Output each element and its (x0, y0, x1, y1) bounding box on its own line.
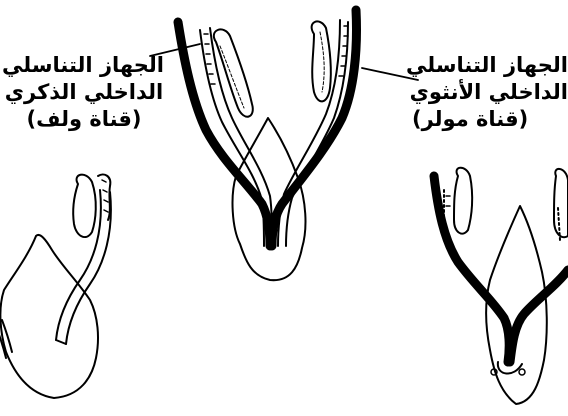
male-label-line-2: الداخلي الذكري (4, 79, 164, 106)
center-sinus-outline (233, 118, 306, 280)
female-left-ovary (454, 168, 472, 234)
female-label-line-2: الداخلي الأنثوي (412, 79, 568, 106)
male-duct-label: الجهاز التناسلي الداخلي الذكري (قناة ولف… (4, 52, 164, 133)
male-stage (0, 174, 111, 398)
center-left-gonad (214, 29, 253, 116)
female-right-ovary (554, 169, 568, 237)
female-label-line-3: (قناة مولر) (412, 106, 568, 133)
female-duct-label: الجهاز التناسلي الداخلي الأنثوي (قناة مو… (412, 52, 568, 133)
undifferentiated-stage (178, 10, 356, 280)
male-label-line-3: (قناة ولف) (4, 106, 164, 133)
center-right-gonad (312, 21, 331, 101)
male-testis (73, 175, 96, 237)
female-label-line-1: الجهاز التناسلي (412, 52, 568, 79)
male-sinus-outline (0, 235, 98, 398)
female-right-tube (510, 270, 568, 362)
female-stage (434, 168, 568, 404)
male-label-line-1: الجهاز التناسلي (4, 52, 164, 79)
